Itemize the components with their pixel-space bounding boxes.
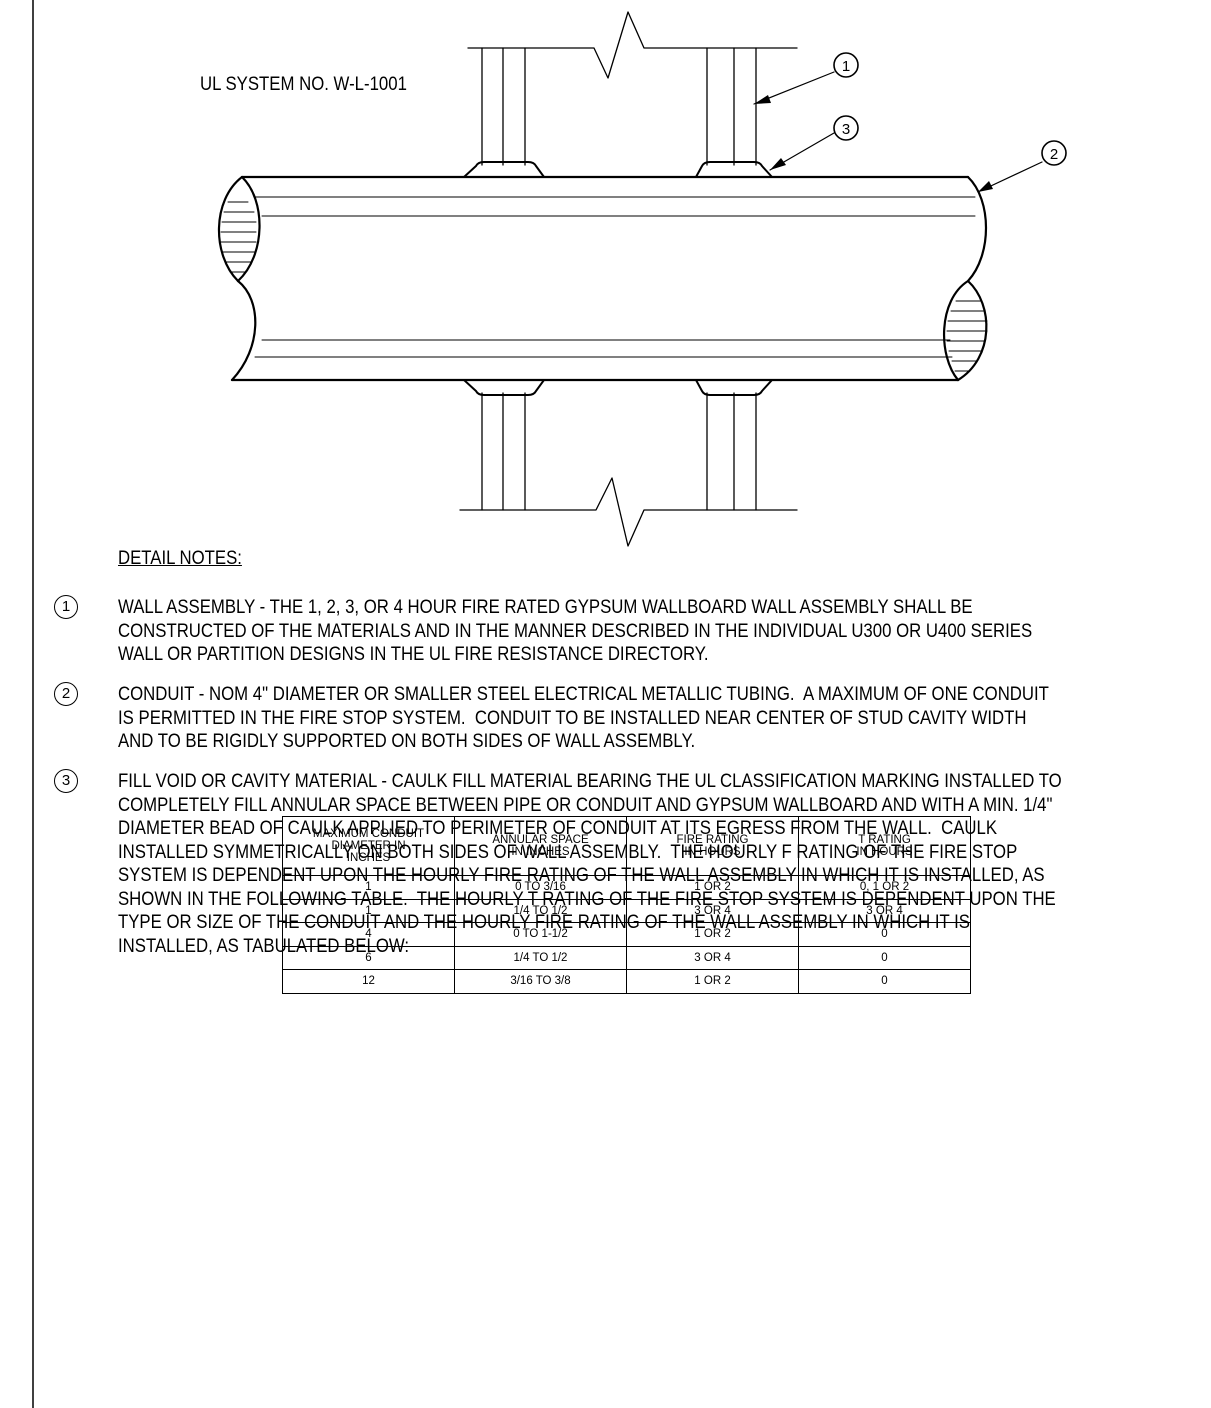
table-cell: 1: [282, 875, 455, 900]
table-cell: 0: [798, 922, 971, 947]
note-number-2: 2: [54, 682, 78, 706]
header-max-diameter: MAXIMUM CONDUIT DIAMETER IN INCHES: [282, 816, 455, 876]
table-cell: 1 OR 2: [626, 875, 799, 900]
leader-lines: [753, 71, 1043, 193]
conduit: [217, 175, 988, 382]
callout-1: 1: [842, 58, 850, 75]
table-row: 12 3/16 TO 3/8 1 OR 2 0: [282, 969, 971, 994]
note-number-1: 1: [54, 595, 78, 619]
header-t-rating: T RATING IN HOURS: [798, 816, 971, 876]
table-cell: 3 OR 4: [626, 898, 799, 923]
table-row: 6 1/4 TO 1/2 3 OR 4 0: [282, 945, 971, 970]
table-header-row: MAXIMUM CONDUIT DIAMETER IN INCHES ANNUL…: [282, 816, 971, 876]
wall-assembly-bottom: [459, 392, 798, 547]
table-cell: 1/4 TO 1/2: [454, 945, 627, 970]
table-row: 1 1/4 TO 1/2 3 OR 4 3 OR 4: [282, 898, 971, 923]
callout-2: 2: [1050, 146, 1058, 163]
table-cell: 1/4 TO 1/2: [454, 898, 627, 923]
header-annular-space: ANNULAR SPACE IN INCHES: [454, 816, 627, 876]
note-wall-assembly: WALL ASSEMBLY - THE 1, 2, 3, OR 4 HOUR F…: [118, 596, 1033, 665]
table-cell: 0 TO 3/16: [454, 875, 627, 900]
header-fire-rating: FIRE RATING IN HOURS: [626, 816, 799, 876]
table-cell: 1 OR 2: [626, 969, 799, 994]
table-cell: 0, 1 OR 2: [798, 875, 971, 900]
system-number-label: UL SYSTEM NO. W-L-1001: [200, 73, 407, 95]
table-cell: 6: [282, 945, 455, 970]
table-row: 4 0 TO 1-1/2 1 OR 2 0: [282, 922, 971, 947]
leader-arrowheads: [754, 95, 993, 192]
callout-3: 3: [842, 121, 850, 138]
table-cell: 3 OR 4: [626, 945, 799, 970]
table-cell: 1 OR 2: [626, 922, 799, 947]
table-cell: 0: [798, 969, 971, 994]
table-cell: 3/16 TO 3/8: [454, 969, 627, 994]
detail-notes-title: DETAIL NOTES:: [118, 547, 242, 569]
callout-balloons: 1 3 2: [833, 52, 1067, 166]
table-cell: 12: [282, 969, 455, 994]
note-conduit: CONDUIT - NOM 4" DIAMETER OR SMALLER STE…: [118, 683, 1049, 752]
table-cell: 0: [798, 945, 971, 970]
table-cell: 0 TO 1-1/2: [454, 922, 627, 947]
table-cell: 1: [282, 898, 455, 923]
rating-table: MAXIMUM CONDUIT DIAMETER IN INCHES ANNUL…: [282, 816, 971, 994]
wall-assembly-top: [467, 11, 798, 166]
caulk-beads: [463, 161, 773, 396]
conduit-shading: [220, 196, 988, 372]
table-cell: 4: [282, 922, 455, 947]
note-number-3: 3: [54, 769, 78, 793]
table-row: 1 0 TO 3/16 1 OR 2 0, 1 OR 2: [282, 875, 971, 900]
table-cell: 3 OR 4: [798, 898, 971, 923]
